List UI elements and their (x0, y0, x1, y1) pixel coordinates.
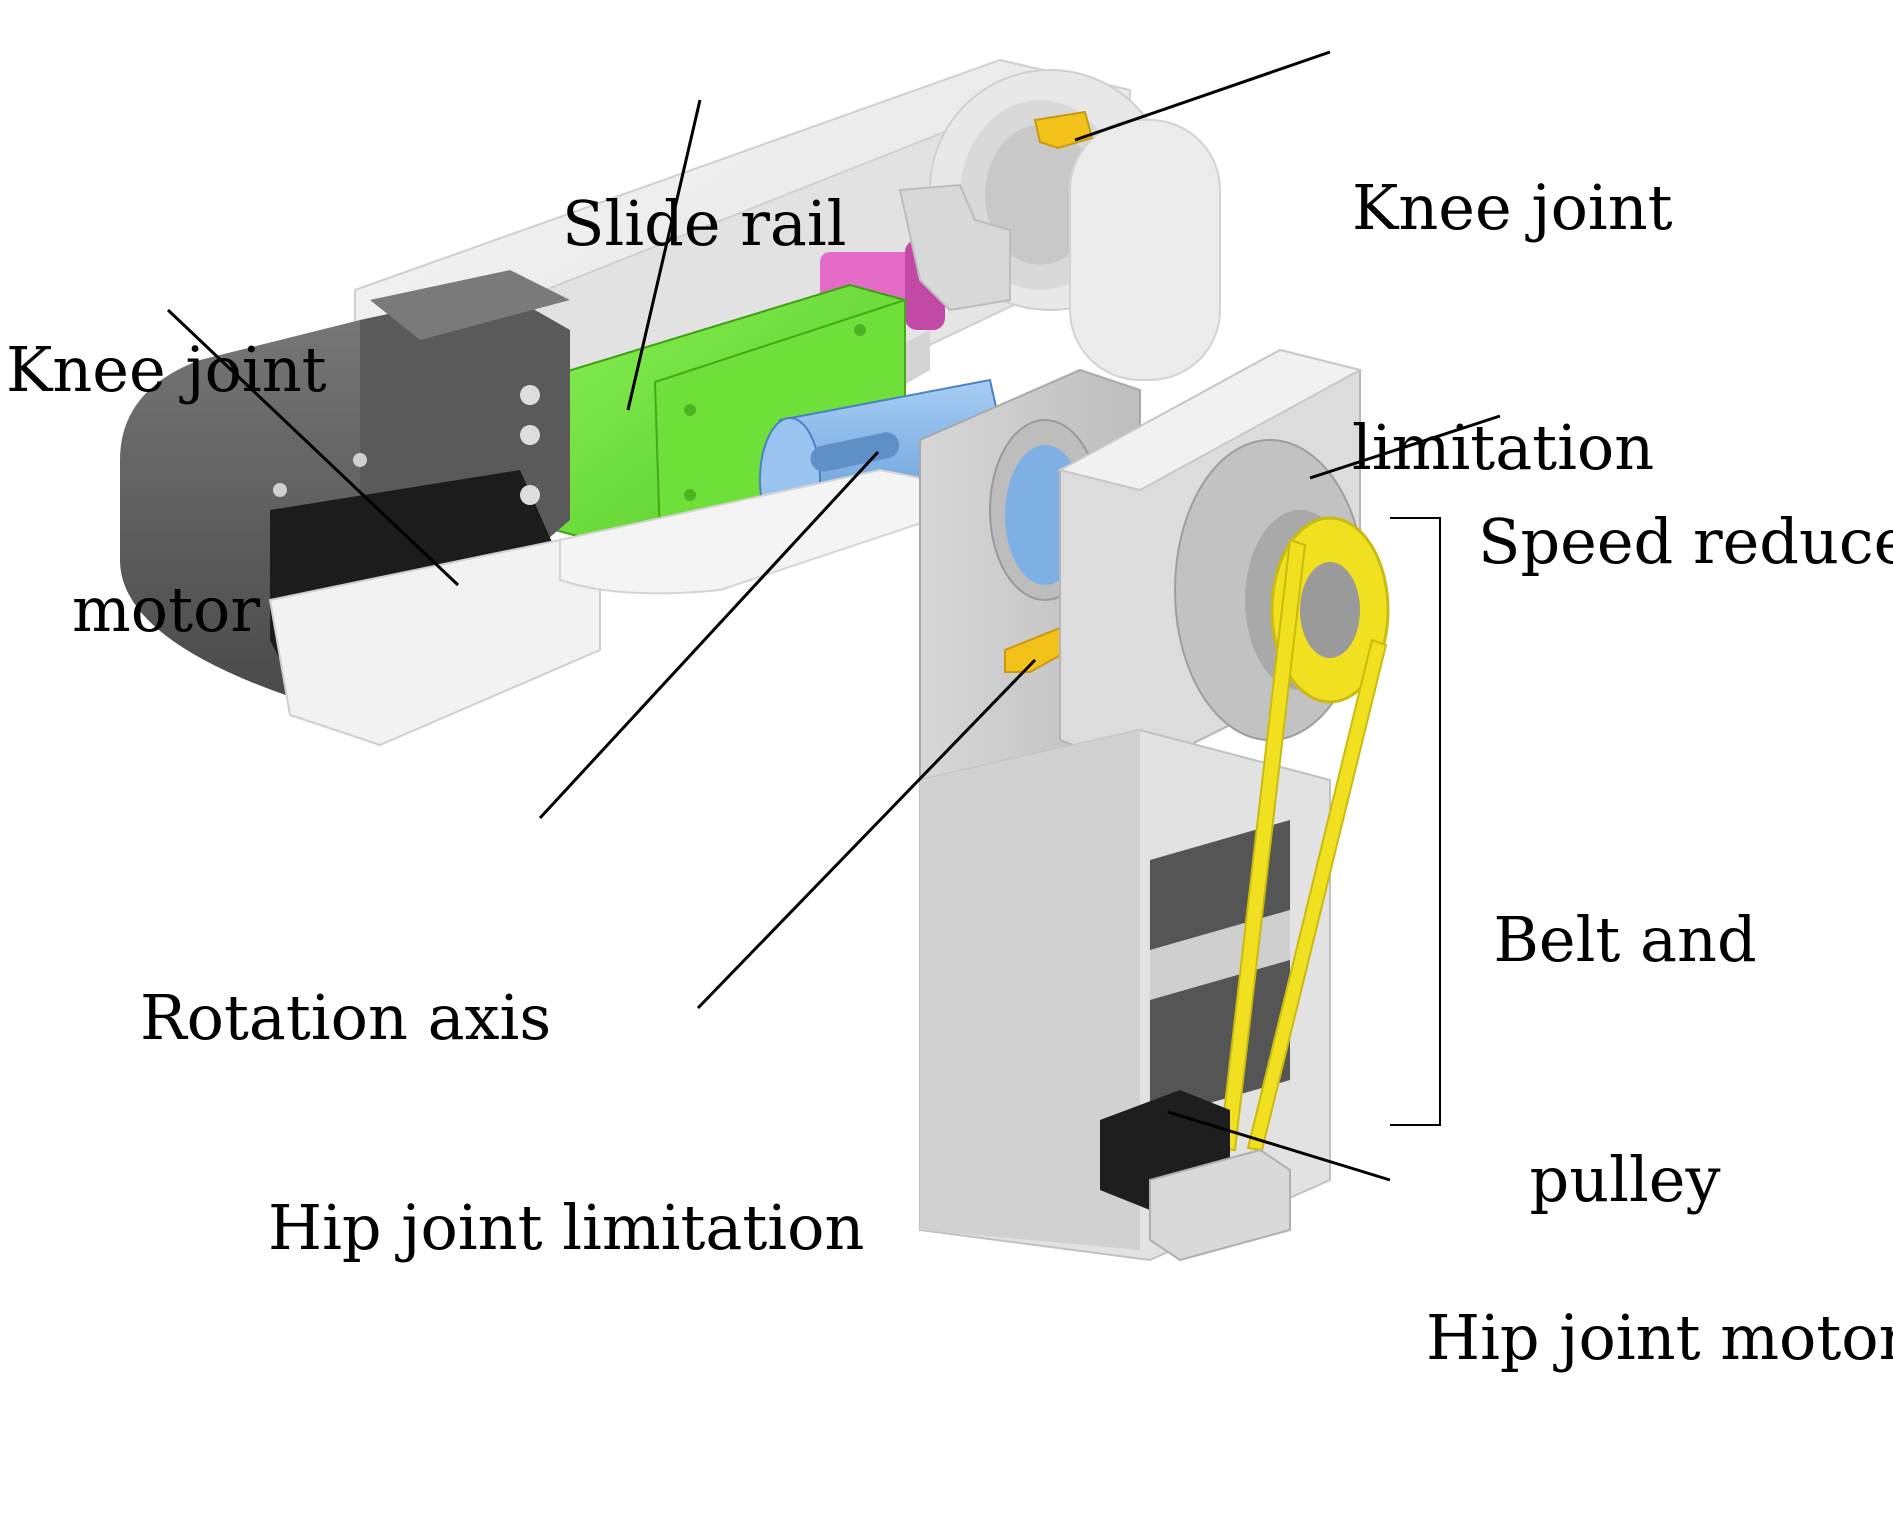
belt-and-pulley-part (1218, 516, 1390, 1152)
label-knee-joint-limitation-line2: limitation (1352, 411, 1655, 484)
label-rotation-axis-text: Rotation axis (140, 981, 552, 1054)
leader-knee-motor (166, 308, 460, 587)
label-hip-joint-limitation-text: Hip joint limitation (268, 1191, 865, 1264)
label-knee-joint-motor: Knee joint motor (6, 170, 327, 810)
rail-tray (559, 468, 931, 595)
leader-knee-limitation (1074, 50, 1331, 142)
label-knee-joint-motor-line2: motor (72, 573, 260, 646)
label-belt-and-pulley-line2: pulley (1529, 1143, 1721, 1216)
leader-lines (166, 50, 1501, 1182)
label-knee-joint-motor-line1: Knee joint (6, 333, 327, 406)
leader-slide-rail (626, 99, 702, 411)
label-rotation-axis: Rotation axis (140, 818, 551, 1218)
label-slide-rail: Slide rail (562, 24, 846, 424)
leader-rotation-axis (538, 450, 880, 820)
leader-hip-motor (1167, 1110, 1391, 1182)
label-knee-joint-limitation-line1: Knee joint (1352, 171, 1673, 244)
label-speed-reducer-text: Speed reducer (1478, 505, 1893, 578)
label-speed-reducer: Speed reducer (1478, 342, 1893, 742)
knee-motor-part (120, 270, 601, 747)
hip-limit-stop (1004, 626, 1068, 673)
belt-bracket (1390, 517, 1441, 1126)
sensor-bracket (898, 183, 1011, 312)
label-hip-joint-limitation: Hip joint limitation (268, 1028, 864, 1428)
label-slide-rail-text: Slide rail (562, 187, 847, 260)
label-knee-joint-limitation: Knee joint limitation (1352, 8, 1673, 648)
mechanism-illustration (120, 50, 1501, 1262)
label-hip-joint-motor-text: Hip joint motor (1426, 1301, 1893, 1374)
label-belt-and-pulley-line1: Belt and (1493, 903, 1757, 976)
label-belt-and-pulley: Belt and pulley (1480, 740, 1770, 1380)
mechanism-diagram: Slide rail Knee joint limitation Knee jo… (6, 8, 1893, 1374)
leader-hip-limitation (696, 658, 1037, 1010)
label-hip-joint-motor: Hip joint motor (1426, 1138, 1893, 1538)
leader-speed-reducer (1309, 414, 1501, 480)
